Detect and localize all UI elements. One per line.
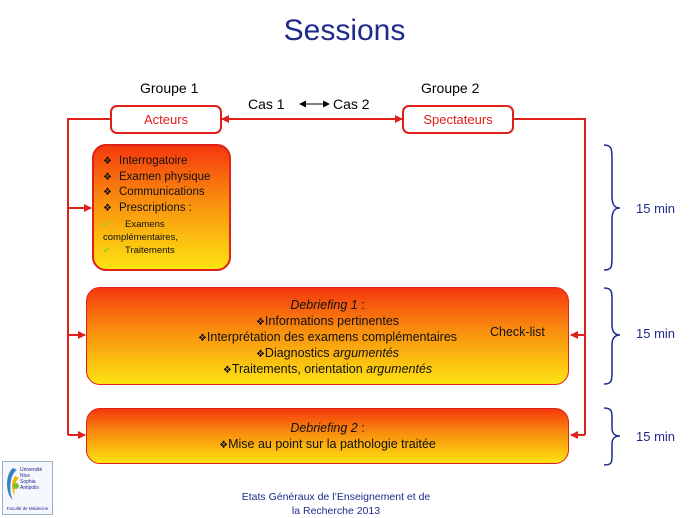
actors-box: Acteurs [110,105,222,134]
list-item: ❖Traitements, orientation argumentés [222,362,433,376]
sub-item-treatments: ✔Traitements [103,245,175,256]
activity-box: ❖Interrogatoire ❖Examen physique ❖Commun… [92,144,231,271]
list-item: ❖Informations pertinentes [255,314,400,328]
debriefing2-heading: Debriefing 2 : [290,421,365,435]
duration-label: 15 min [636,201,676,216]
checklist-label: Check-list [490,325,545,339]
list-item: ❖Diagnostics argumentés [255,346,400,360]
sub-item-exams: ✔Examens [103,219,165,230]
logo-text: Université Nice Sophia Antipolis [20,467,43,491]
debriefing1-box: Debriefing 1 : ❖Informations pertinentes… [86,287,569,385]
sub-item-exams-cont: complémentaires, [103,232,178,243]
duration-label: 15 min [636,326,676,341]
group1-label: Groupe 1 [140,80,199,96]
duration-label: 15 min [636,429,676,444]
group2-label: Groupe 2 [421,80,480,96]
case2-label: Cas 2 [333,96,370,112]
footer-line1: Etats Généraux de l’Enseignement et de [241,491,431,503]
debriefing1-heading: Debriefing 1 : [290,298,365,312]
check-icon: ✔ [103,245,111,255]
list-item: ❖Interrogatoire [103,155,188,167]
list-item: ❖Interprétation des examens complémentai… [197,330,458,344]
page-title: Sessions [283,14,406,47]
list-item: ❖Examen physique [103,170,211,183]
logo-emblem-icon [7,468,19,500]
footer-line2: la Recherche 2013 [291,505,381,517]
spectators-box: Spectateurs [402,105,514,134]
check-icon: ✔ [103,219,111,229]
list-item: ❖Prescriptions : [103,201,192,214]
list-item: ❖Mise au point sur la pathologie traitée [219,437,436,451]
list-item: ❖Communications [103,186,205,198]
footer: Etats Généraux de l’Enseignement et de l… [200,490,472,518]
logo-faculty: Faculté de Médecine [6,506,49,511]
case1-label: Cas 1 [248,96,285,112]
debriefing2-box: Debriefing 2 : ❖Mise au point sur la pat… [86,408,569,464]
university-logo: Université Nice Sophia Antipolis Faculté… [2,461,53,515]
